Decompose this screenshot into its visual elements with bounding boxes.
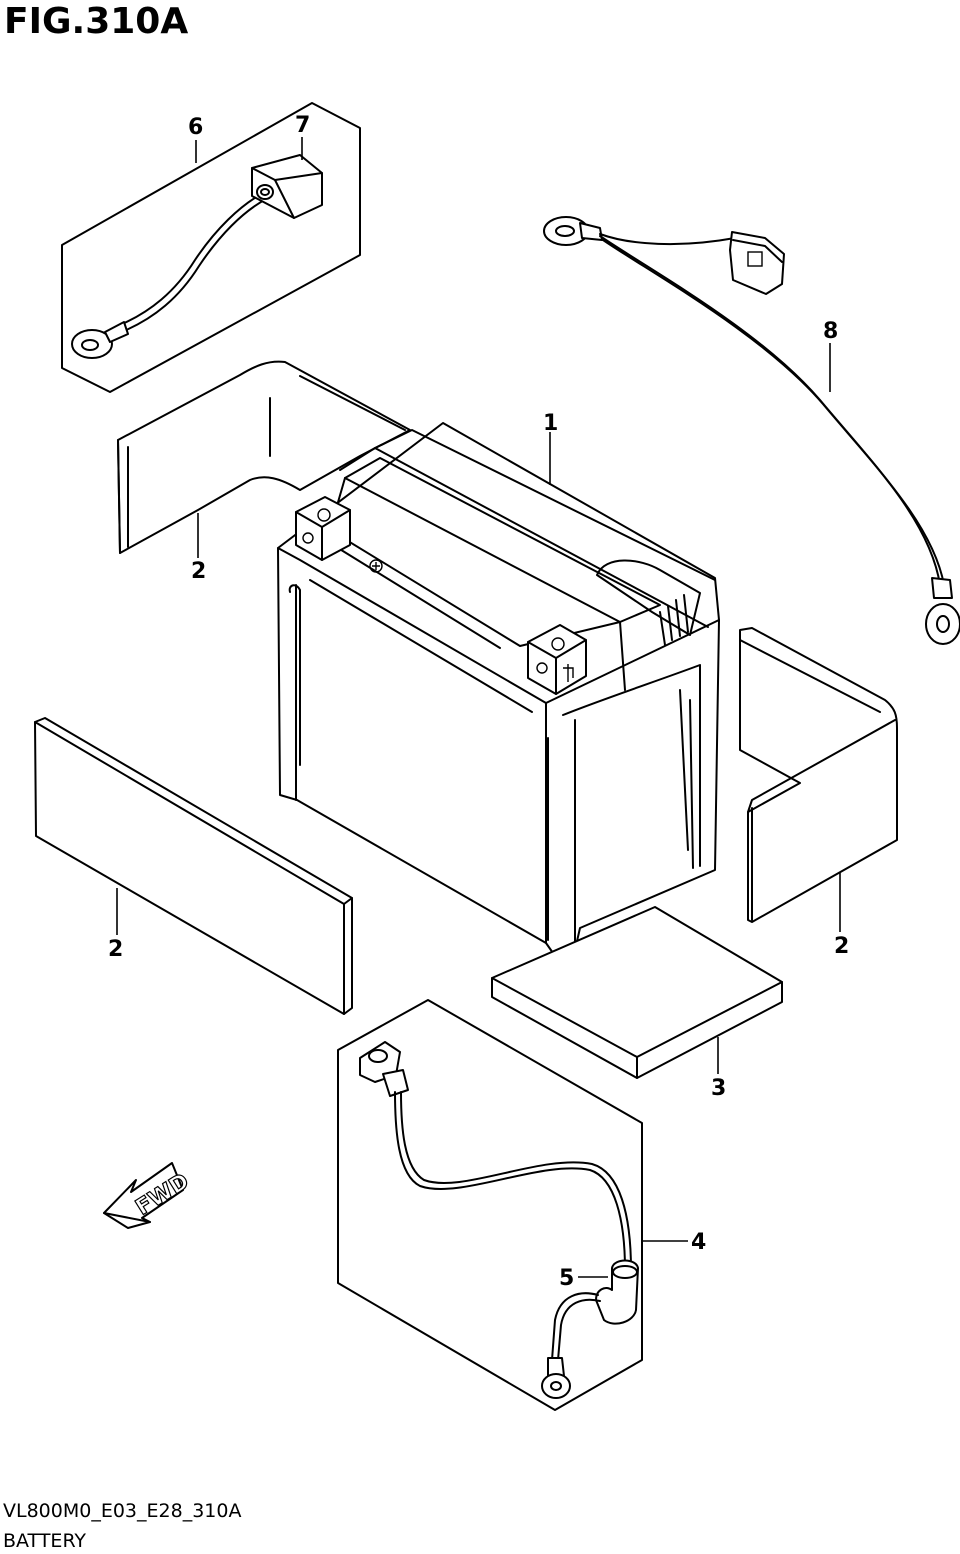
- callout-8: 8: [823, 319, 838, 344]
- battery-pad-left[interactable]: [34, 717, 353, 1015]
- cable-8[interactable]: [543, 216, 960, 645]
- leader-lines: [116, 137, 841, 1278]
- battery[interactable]: [277, 422, 720, 954]
- callouts: 1 2 2 2 3 4 5 6 7 8: [108, 113, 849, 1291]
- callout-1: 1: [543, 411, 558, 436]
- callout-2-right: 2: [834, 934, 849, 959]
- callout-7: 7: [295, 113, 310, 138]
- cable-4-panel[interactable]: [337, 999, 643, 1411]
- battery-pad-upper[interactable]: [117, 360, 411, 554]
- battery-pad-right[interactable]: [739, 627, 898, 923]
- callout-3: 3: [711, 1076, 726, 1101]
- callout-2-left: 2: [108, 937, 123, 962]
- diagram-code: VL800M0_E03_E28_310A: [3, 1500, 242, 1522]
- callout-6: 6: [188, 115, 203, 140]
- cable-6-panel[interactable]: [61, 102, 361, 393]
- callout-4: 4: [691, 1230, 706, 1255]
- figure-title: FIG.310A: [4, 1, 189, 42]
- callout-5: 5: [559, 1266, 574, 1291]
- diagram-name: BATTERY: [3, 1530, 87, 1552]
- forward-direction-arrow: FWD: [103, 1162, 194, 1229]
- battery-pad-bottom[interactable]: [491, 906, 783, 1079]
- callout-2-upper: 2: [191, 559, 206, 584]
